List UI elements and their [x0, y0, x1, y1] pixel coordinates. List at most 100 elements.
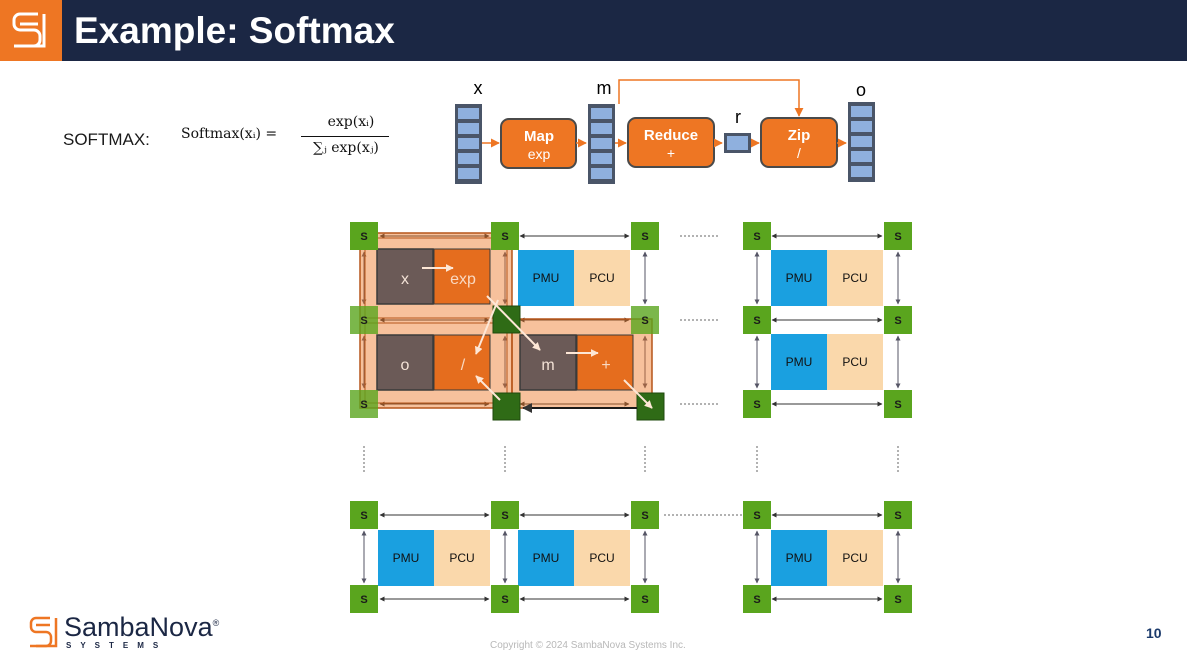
- switch: S: [631, 222, 659, 250]
- svg-text:S: S: [501, 510, 508, 522]
- svg-text:S: S: [894, 594, 901, 606]
- map-title: Map: [524, 128, 554, 145]
- reduce-title: Reduce: [644, 127, 698, 144]
- o-label: o: [856, 80, 866, 100]
- r-label: r: [735, 107, 741, 127]
- brand-name: SambaNova®: [64, 612, 219, 643]
- registered-mark: ®: [212, 618, 220, 628]
- switch: S: [884, 222, 912, 250]
- pcu-tile: [574, 250, 630, 306]
- routed-switch: [492, 305, 521, 334]
- pcu-tile: [574, 530, 630, 586]
- hardware-grid: PMU PCU PMU PCU PMU PCU PMU PCU PMU PCU: [350, 222, 912, 613]
- switch: S: [350, 390, 378, 418]
- m-label: m: [597, 78, 612, 98]
- tile-r3c4: PMU PCU: [771, 530, 883, 586]
- softmax-label: SOFTMAX:: [63, 130, 150, 149]
- switch: S: [350, 585, 378, 613]
- switch: S: [884, 585, 912, 613]
- connection-arrows: [379, 233, 883, 602]
- switch: S: [884, 501, 912, 529]
- brand-name-text: SambaNova: [64, 612, 213, 642]
- sambanova-mark-icon: [29, 616, 58, 648]
- pcu-tile: [827, 334, 883, 390]
- svg-text:S: S: [894, 315, 901, 327]
- svg-text:S: S: [894, 399, 901, 411]
- page-title: Example: Softmax: [74, 10, 395, 51]
- switch: S: [743, 390, 771, 418]
- svg-text:S: S: [360, 315, 367, 327]
- tile-r1c4: PMU PCU: [771, 250, 883, 306]
- pmu-label: PMU: [786, 355, 813, 369]
- pcu-tile: [434, 530, 490, 586]
- svg-text:S: S: [753, 231, 760, 243]
- svg-text:S: S: [753, 399, 760, 411]
- mapped-plus-label: +: [601, 357, 610, 374]
- pcu-tile: [827, 530, 883, 586]
- switch: S: [743, 501, 771, 529]
- svg-text:S: S: [360, 231, 367, 243]
- pipeline-arrows: [482, 79, 847, 148]
- svg-text:S: S: [360, 399, 367, 411]
- switch: S: [743, 585, 771, 613]
- dataflow-arrows: [422, 264, 653, 409]
- svg-text:S: S: [641, 510, 648, 522]
- pcu-label: PCU: [589, 551, 614, 565]
- tile-r2c4: PMU PCU: [771, 334, 883, 390]
- formula-denominator: ∑ⱼ exp(xⱼ): [313, 140, 379, 156]
- mapped-o-label: o: [401, 357, 410, 374]
- switch-grid: S S S S S S S S S S S S S S S S S S S S …: [350, 222, 912, 613]
- tile-r3c2: PMU PCU: [518, 530, 630, 586]
- switch: S: [491, 222, 519, 250]
- switch: S: [884, 390, 912, 418]
- vector-m: [588, 104, 615, 184]
- svg-text:S: S: [753, 315, 760, 327]
- map-node: Map exp: [500, 118, 577, 169]
- switch: S: [350, 222, 378, 250]
- pmu-label: PMU: [533, 271, 560, 285]
- svg-text:S: S: [894, 510, 901, 522]
- pmu-tile: [771, 530, 827, 586]
- pmu-tile: [518, 530, 574, 586]
- zip-op: /: [797, 145, 801, 161]
- map-op: exp: [528, 146, 551, 162]
- svg-text:S: S: [641, 594, 648, 606]
- pmu-tile: [378, 530, 434, 586]
- pipeline-diagram: x m r o: [455, 78, 875, 184]
- ellipsis-lines: [363, 235, 899, 516]
- mapped-row-top-outline: [364, 237, 508, 319]
- reduce-node: Reduce +: [627, 117, 715, 168]
- scalar-r: [724, 133, 751, 153]
- switch: S: [884, 306, 912, 334]
- svg-text:S: S: [501, 594, 508, 606]
- switch: S: [350, 501, 378, 529]
- mapped-exp-tile: [433, 248, 491, 305]
- sambanova-logo-icon: [12, 12, 46, 48]
- pcu-label: PCU: [842, 271, 867, 285]
- mapped-o-tile: [376, 334, 434, 391]
- switch: S: [631, 585, 659, 613]
- svg-text:S: S: [641, 315, 648, 327]
- switch: S: [743, 306, 771, 334]
- pcu-label: PCU: [589, 271, 614, 285]
- svg-text:S: S: [753, 594, 760, 606]
- switch: S: [491, 501, 519, 529]
- svg-text:S: S: [641, 231, 648, 243]
- svg-text:S: S: [894, 231, 901, 243]
- pmu-tile: [518, 250, 574, 306]
- tile-r3c1: PMU PCU: [378, 530, 490, 586]
- brand-subtitle: SYSTEMS: [66, 641, 168, 650]
- pmu-tile: [771, 334, 827, 390]
- pcu-label: PCU: [842, 355, 867, 369]
- softmax-formula: Softmax(xᵢ) = exp(xᵢ) ∑ⱼ exp(xⱼ): [181, 114, 396, 170]
- pcu-tile: [827, 250, 883, 306]
- svg-text:S: S: [360, 594, 367, 606]
- vertical-arrows: [361, 251, 901, 584]
- pmu-label: PMU: [786, 551, 813, 565]
- reduce-op: +: [667, 145, 675, 161]
- pmu-label: PMU: [786, 271, 813, 285]
- switch: S: [491, 585, 519, 613]
- tile-r1c2: PMU PCU: [518, 250, 630, 306]
- pcu-label: PCU: [449, 551, 474, 565]
- brand-logo: SambaNova® SYSTEMS: [26, 612, 236, 652]
